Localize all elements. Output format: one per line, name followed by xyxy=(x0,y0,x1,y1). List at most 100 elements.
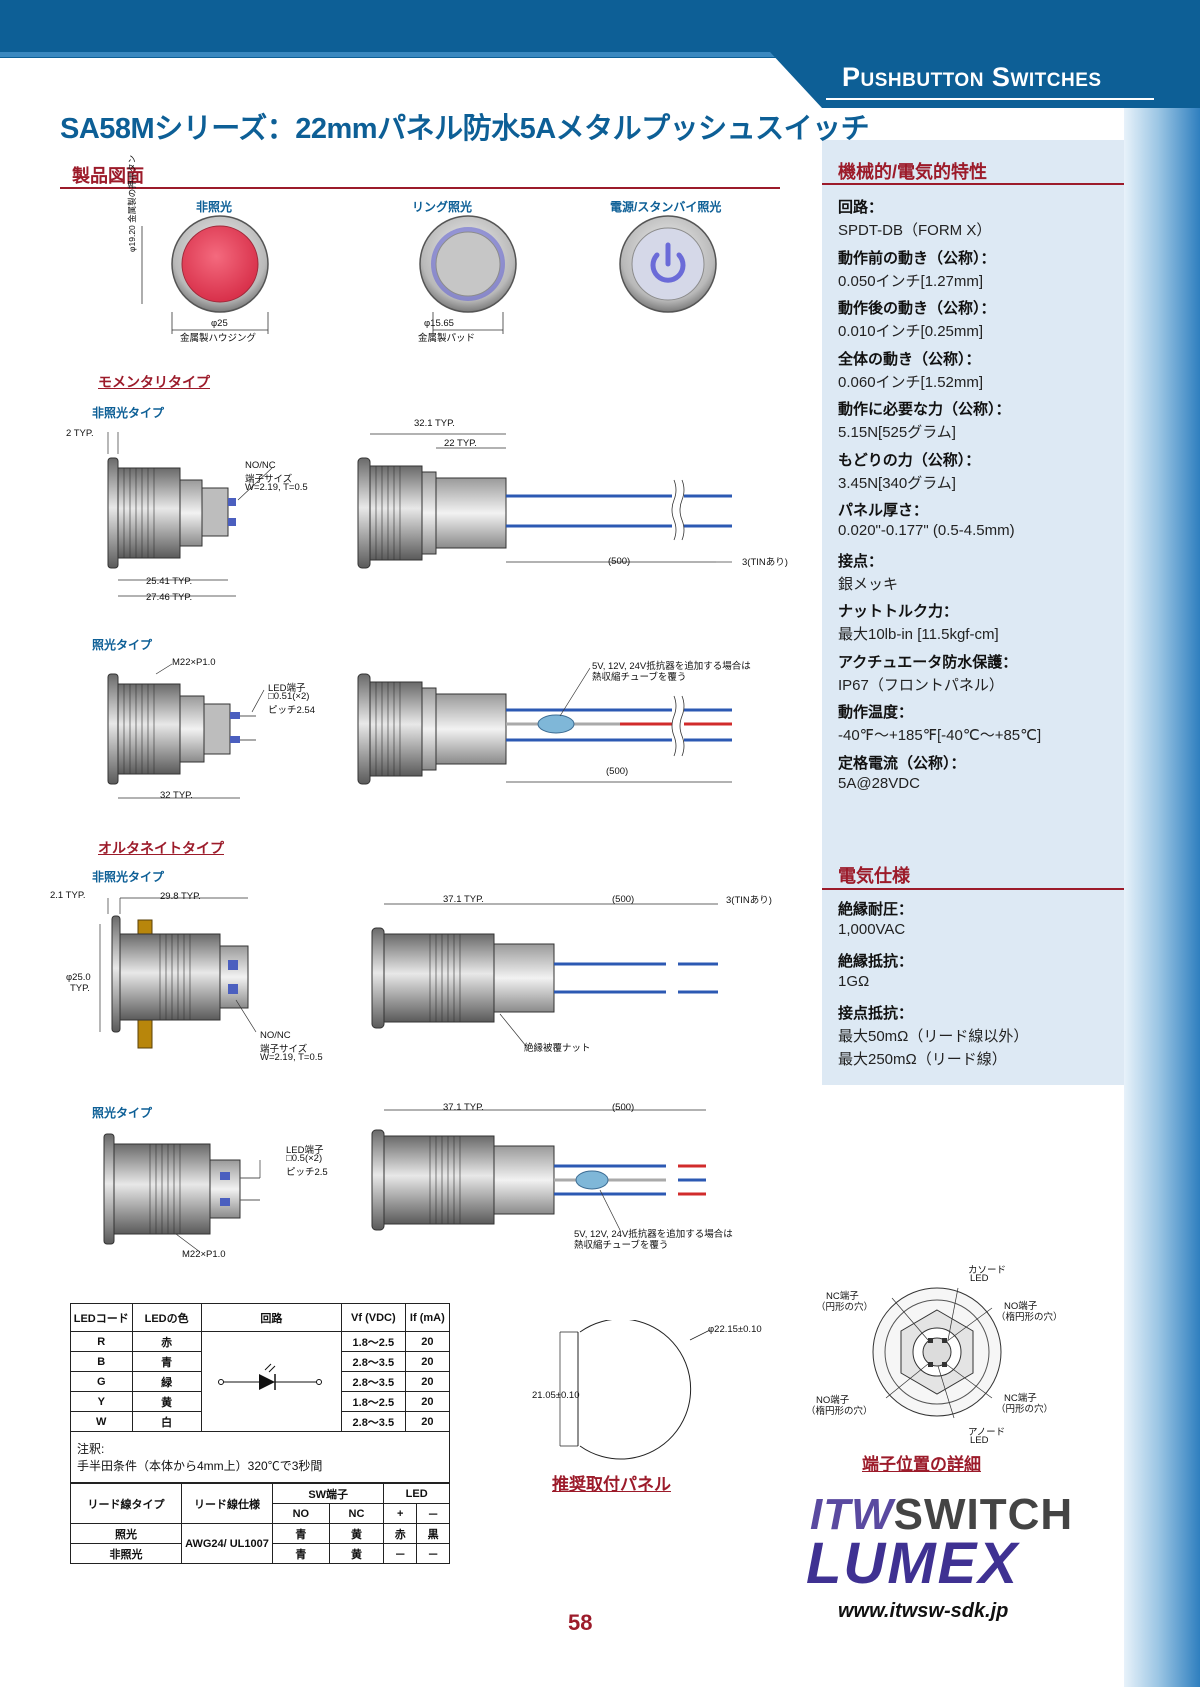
lead-no: 青 xyxy=(272,1523,330,1544)
lead-header-spec: リード線仕様 xyxy=(181,1483,273,1524)
lead-no: 青 xyxy=(272,1543,330,1564)
spec-label: 動作に必要な力（公称）： xyxy=(838,401,1011,418)
term-anode-led: LED xyxy=(970,1435,989,1446)
dim-pad-sub: 金属製パッド xyxy=(418,333,476,344)
mech-rule xyxy=(822,183,1124,185)
led-color: 赤 xyxy=(131,1331,202,1352)
label-thread-1: M22×P1.0 xyxy=(172,657,216,668)
elec-insulation-voltage: 絶縁耐圧： 1,000VAC xyxy=(838,898,1118,938)
lead-sub-minus: － xyxy=(416,1503,450,1524)
lead-table: リード線タイプ リード線仕様 SW端子 LED NO NC + － 照光 AWG… xyxy=(70,1483,450,1564)
spec-value: 最大50mΩ（リード線以外） xyxy=(838,1028,1029,1045)
led-note-title: 注釈: xyxy=(77,1442,105,1456)
lumex-logo: LUMEX xyxy=(806,1531,1019,1596)
table-row: 非照光 青 黄 － － xyxy=(70,1543,450,1564)
led-code: G xyxy=(70,1371,133,1392)
terminal-detail-drawing xyxy=(872,1287,1002,1419)
power-icon xyxy=(619,215,717,313)
lead-minus: 黒 xyxy=(416,1523,450,1544)
variant-label-ring: リング照光 xyxy=(412,200,473,214)
momentary-nonlit-label: 非照光タイプ xyxy=(92,406,165,420)
lead-type: 照光 xyxy=(70,1523,182,1544)
spec-value: SPDT-DB（FORM X） xyxy=(838,222,992,239)
led-header-if: If (mA) xyxy=(404,1303,451,1332)
spec-value: -40℉～+185℉[-40℃～+85℃] xyxy=(838,727,1042,744)
mech-spec-item: アクチュエータ防水保護： IP67（フロントパネル） xyxy=(838,651,1118,695)
label-resistor-1a: 5V, 12V, 24V抵抗器を追加する場合は xyxy=(592,661,751,672)
dim-housing-sub: 金属製ハウジング xyxy=(180,333,257,344)
term-no-top: NO端子 xyxy=(1004,1301,1038,1312)
mech-spec-item: ナットトルク力： 最大10lb-in [11.5kgf-cm] xyxy=(838,600,1118,644)
label-term-wt-alt: W=2.19, T=0.5 xyxy=(260,1052,323,1063)
mech-spec-item: パネル厚さ：0.020"-0.177" (0.5-4.5mm) xyxy=(838,499,1118,539)
term-cathode: カソード xyxy=(968,1265,1007,1276)
led-color: 黄 xyxy=(131,1391,202,1412)
dim-371-b: 37.1 TYP. xyxy=(443,1102,484,1113)
spec-value: 銀メッキ xyxy=(838,575,899,593)
dim-500-alt: (500) xyxy=(612,894,635,905)
spec-label: 動作温度： xyxy=(838,704,914,721)
lead-sub-no: NO xyxy=(272,1503,330,1524)
term-no-top-hole: （楕円形の穴） xyxy=(996,1312,1063,1323)
spec-value: IP67（フロントパネル） xyxy=(838,676,1004,694)
mech-spec-item: 動作前の動き（公称）：0.050インチ[1.27mm] xyxy=(838,247,1118,291)
label-nonc: NO/NC xyxy=(245,460,276,471)
lead-header-type: リード線タイプ xyxy=(70,1483,182,1524)
term-no-bottom: NO端子 xyxy=(816,1395,850,1406)
diode-symbol-cell xyxy=(200,1331,342,1432)
spec-label: 動作前の動き（公称）： xyxy=(838,249,996,267)
spec-label: 回路： xyxy=(838,199,884,216)
led-header-color: LEDの色 xyxy=(131,1303,202,1332)
label-nonc-alt: NO/NC xyxy=(260,1030,291,1041)
mech-spec-item: 接点：銀メッキ xyxy=(838,550,1118,594)
mech-spec-item: もどりの力（公称）：3.45N[340グラム] xyxy=(838,449,1118,493)
elec-insulation-resistance: 絶縁抵抗： 1GΩ xyxy=(838,950,1118,990)
label-led-term-1: LED端子 xyxy=(268,683,306,694)
spec-label: 絶縁耐圧： xyxy=(838,901,914,918)
page-title: SA58Mシリーズ：22mmパネル防水5Aメタルプッシュスイッチ xyxy=(60,113,870,145)
edge-gradient-strip xyxy=(1124,108,1200,1687)
dim-500-lit: (500) xyxy=(606,766,629,777)
footer-url[interactable]: www.itwsw-sdk.jp xyxy=(838,1600,1009,1622)
led-header-circuit: 回路 xyxy=(200,1303,342,1332)
label-nut: 絶縁被覆ナット xyxy=(524,1043,591,1054)
dim-2541: 25.41 TYP. xyxy=(146,576,193,587)
elec-heading: 電気仕様 xyxy=(838,866,910,886)
led-color: 白 xyxy=(131,1411,202,1432)
label-pitch-2: ピッチ2.5 xyxy=(286,1167,328,1178)
momentary-heading: モメンタリタイプ xyxy=(98,374,210,390)
spec-label: 定格電流（公称）： xyxy=(838,754,966,772)
mech-heading: 機械的/電気的特性 xyxy=(838,162,988,182)
dim-button-dia: φ19.20 金属製の押ボタン xyxy=(127,154,137,252)
front-view-ring xyxy=(419,215,517,334)
panel-dia: φ22.15±0.10 xyxy=(708,1324,762,1335)
spec-label: アクチュエータ防水保護： xyxy=(838,653,1018,671)
label-led-size-2: □0.5(×2) xyxy=(286,1153,323,1164)
elec-contact-resistance: 接点抵抗： 最大50mΩ（リード線以外） 最大250mΩ（リード線） xyxy=(838,1002,1118,1069)
label-thread-2: M22×P1.0 xyxy=(182,1249,226,1260)
lead-nc: 黄 xyxy=(328,1543,385,1564)
lead-header-led: LED xyxy=(383,1483,450,1504)
led-if: 20 xyxy=(404,1351,451,1372)
table-row: 照光 AWG24/ UL1007 青 黄 赤 黒 xyxy=(70,1523,450,1564)
led-vf: 1.8～2.5 xyxy=(340,1331,406,1352)
term-anode: アノード xyxy=(968,1427,1006,1438)
term-cathode-led: LED xyxy=(970,1273,989,1284)
elec-rule xyxy=(822,888,1124,890)
lead-nc: 黄 xyxy=(328,1523,385,1544)
dim-500-alt-lit: (500) xyxy=(612,1102,635,1113)
dim-32: 32 TYP. xyxy=(160,790,193,801)
dim-321: 32.1 TYP. xyxy=(414,418,455,429)
mech-spec-item: 定格電流（公称）：5A@28VDC xyxy=(838,752,1118,792)
header-tab xyxy=(770,0,1200,108)
lead-type: 非照光 xyxy=(70,1543,182,1564)
spec-label: ナットトルク力： xyxy=(838,603,959,620)
label-led-size-1: □0.51(×2) xyxy=(268,691,310,702)
led-color: 緑 xyxy=(131,1371,202,1392)
spec-value: 最大10lb-in [11.5kgf-cm] xyxy=(838,626,999,643)
spec-value: 3.45N[340グラム] xyxy=(838,474,956,492)
momentary-lit-drawing xyxy=(107,663,732,799)
spec-label: 接点抵抗： xyxy=(838,1005,914,1022)
spec-value: 0.010インチ[0.25mm] xyxy=(838,323,984,340)
label-pitch-1: ピッチ2.54 xyxy=(268,705,315,716)
